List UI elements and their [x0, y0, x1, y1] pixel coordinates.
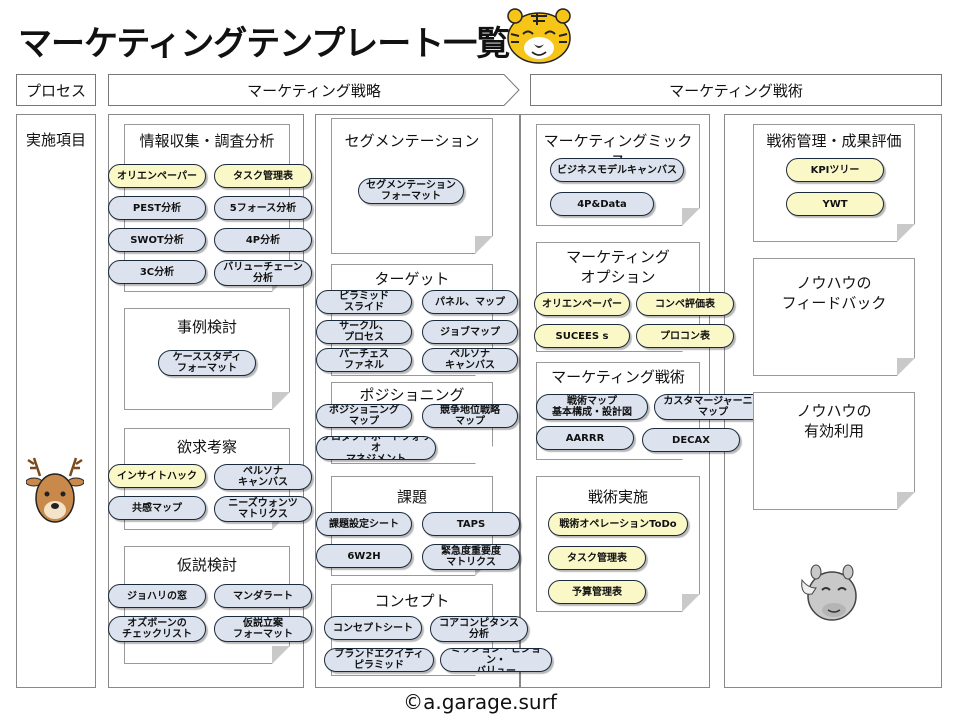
pill-persona-canvas[interactable]: ペルソナ キャンバス [214, 464, 312, 490]
pill-4p[interactable]: 4P分析 [214, 228, 312, 252]
pill-insight-hack[interactable]: インサイトハック [108, 464, 206, 488]
pill-kpi-tree[interactable]: KPIツリー [786, 158, 884, 182]
card-reuse: ノウハウの 有効利用 [753, 392, 915, 510]
strategy-label: マーケティング戦略 [247, 81, 381, 100]
card-feedback: ノウハウの フィードバック [753, 258, 915, 376]
card-mgmt-title: 戦術管理・成果評価 [766, 132, 902, 150]
pill-aarrr[interactable]: AARRR [536, 426, 634, 450]
strategy-header: マーケティング戦略 [108, 74, 520, 106]
pill-value-chain[interactable]: バリューチェーン 分析 [214, 260, 312, 286]
pill-taps[interactable]: TAPS [422, 512, 520, 536]
pill-4p-data[interactable]: 4P&Data [550, 192, 654, 216]
pill-orien-paper[interactable]: オリエンペーパー [108, 164, 206, 188]
process-label: プロセス [16, 74, 96, 106]
page-title: マーケティングテンプレート一覧 [18, 24, 510, 64]
card-info-title: 情報収集・調査分析 [139, 132, 275, 150]
pill-positioning-map[interactable]: ポジショニング マップ [316, 404, 412, 428]
pill-swot[interactable]: SWOT分析 [108, 228, 206, 252]
card-concept-title: コンセプト [374, 592, 450, 610]
card-feedback-title: ノウハウの フィードバック [781, 274, 887, 312]
pill-sucees[interactable]: SUCEES s [534, 324, 630, 348]
pill-persona-canvas-2[interactable]: ペルソナ キャンバス [422, 348, 518, 372]
pill-purchase-funnel[interactable]: パーチェス ファネル [316, 348, 412, 372]
pill-tactic-map[interactable]: 戦術マップ 基本構成・設計図 [536, 394, 648, 420]
card-desire-title: 欲求考察 [176, 438, 237, 456]
pill-ppm[interactable]: プロダクトポートフォリオ マネジメント [316, 436, 436, 460]
pill-3c[interactable]: 3C分析 [108, 260, 206, 284]
pill-pest[interactable]: PEST分析 [108, 196, 206, 220]
pill-customer-journey[interactable]: カスタマージャーニー マップ [654, 394, 772, 420]
pill-brand-equity[interactable]: ブランドエクイティ ピラミッド [324, 648, 434, 672]
pill-tactic-todo[interactable]: 戦術オペレーションToDo [548, 512, 688, 536]
pill-panel-map[interactable]: パネル、マップ [422, 290, 518, 314]
pill-urgency-matrix[interactable]: 緊急度重要度 マトリクス [422, 544, 520, 570]
tiger-icon [503, 6, 575, 66]
copyright-footer: ©a.garage.surf [403, 690, 557, 714]
card-pos-title: ポジショニング [359, 386, 465, 404]
pill-hypothesis-format[interactable]: 仮説立案 フォーマット [214, 616, 312, 642]
pill-budget-table[interactable]: 予算管理表 [548, 580, 646, 604]
pill-case-study[interactable]: ケーススタディ フォーマット [158, 350, 256, 376]
card-seg-title: セグメンテーション [344, 132, 480, 150]
card-reuse-title: ノウハウの 有効利用 [796, 402, 872, 440]
pill-6w2h[interactable]: 6W2H [316, 544, 412, 568]
pill-decax[interactable]: DECAX [642, 428, 740, 452]
pill-orien-paper-2[interactable]: オリエンペーパー [534, 292, 630, 316]
card-exec-title: 戦術実施 [587, 488, 648, 506]
pill-task-table[interactable]: タスク管理表 [214, 164, 312, 188]
pill-seg-format[interactable]: セグメンテーション フォーマット [358, 178, 464, 204]
pill-5force[interactable]: 5フォース分析 [214, 196, 312, 220]
items-label: 実施項目 [25, 131, 86, 149]
pill-concept-sheet[interactable]: コンセプトシート [324, 616, 422, 640]
card-target-title: ターゲット [374, 270, 450, 288]
pill-osborn[interactable]: オズボーンの チェックリスト [108, 616, 206, 642]
pill-task-table-2[interactable]: タスク管理表 [548, 546, 646, 570]
items-column: 実施項目 [16, 114, 96, 688]
card-mgmt: 戦術管理・成果評価 [753, 124, 915, 242]
pill-competition-eval[interactable]: コンペ評価表 [636, 292, 734, 316]
deer-icon [26, 452, 84, 526]
pill-bmc[interactable]: ビジネスモデルキャンバス [550, 158, 684, 182]
pill-needs-wants[interactable]: ニーズウォンツ マトリクス [214, 496, 312, 522]
pill-job-map[interactable]: ジョブマップ [422, 320, 518, 344]
pill-circle-process[interactable]: サークル、 プロセス [316, 320, 412, 344]
tactics-label: マーケティング戦術 [530, 74, 942, 106]
card-case-title: 事例検討 [176, 318, 237, 336]
rhino-icon [798, 560, 862, 624]
pill-ywt[interactable]: YWT [786, 192, 884, 216]
card-issue-title: 課題 [396, 488, 427, 506]
pill-mvv[interactable]: ミッション・ビジョン・ バリュー [440, 648, 552, 672]
pill-competitive-position[interactable]: 競争地位戦略 マップ [422, 404, 518, 428]
pill-johari[interactable]: ジョハリの窓 [108, 584, 206, 608]
pill-procon[interactable]: プロコン表 [636, 324, 734, 348]
pill-pyramid-slide[interactable]: ピラミッド スライド [316, 290, 412, 314]
pill-core-competence[interactable]: コアコンピタンス 分析 [430, 616, 528, 642]
pill-mandalart[interactable]: マンダラート [214, 584, 312, 608]
card-hypo-title: 仮説検討 [176, 556, 237, 574]
pill-issue-sheet[interactable]: 課題設定シート [316, 512, 412, 536]
card-tactic-title: マーケティング戦術 [551, 368, 685, 386]
card-option-title: マーケティング オプション [566, 248, 670, 286]
pill-empathy-map[interactable]: 共感マップ [108, 496, 206, 520]
